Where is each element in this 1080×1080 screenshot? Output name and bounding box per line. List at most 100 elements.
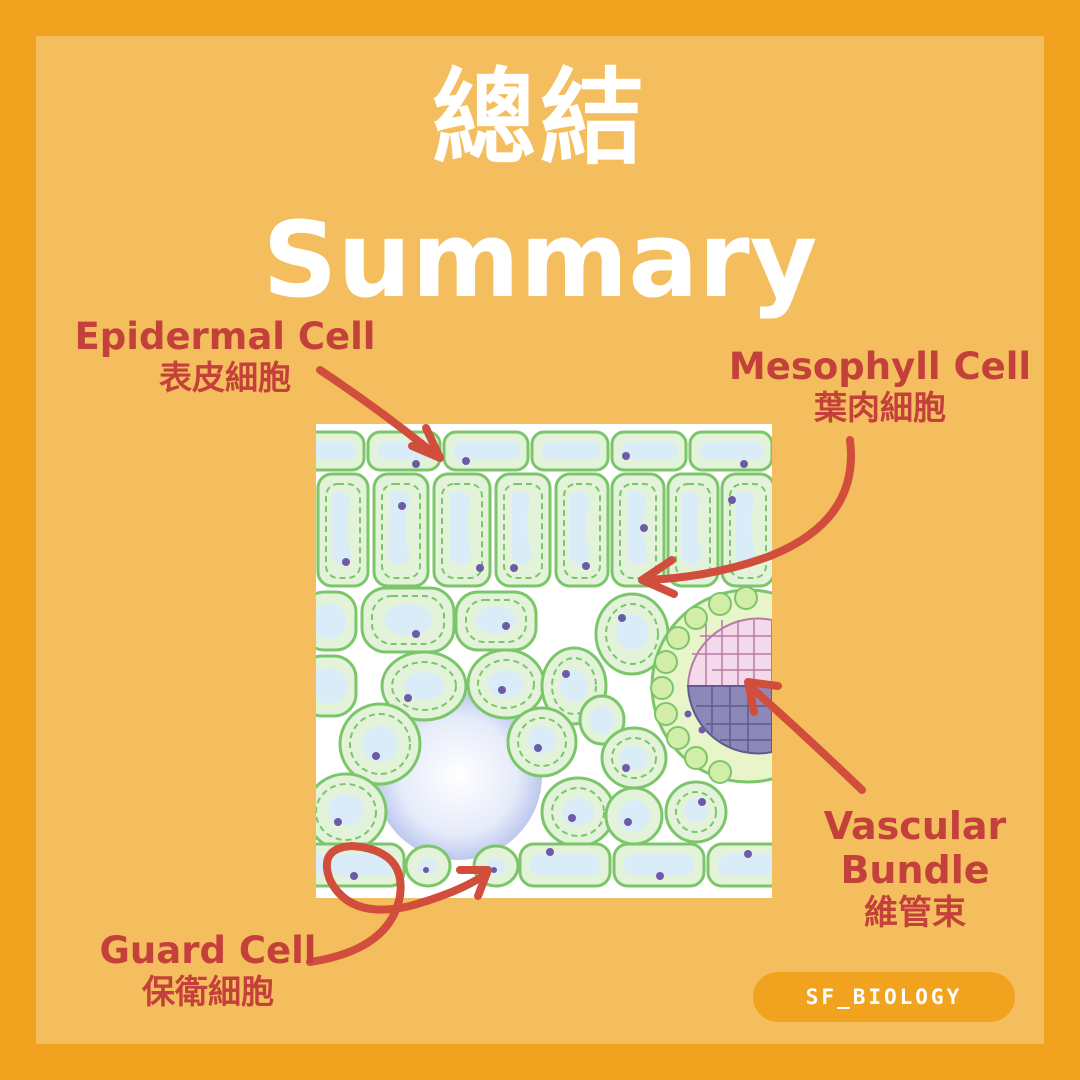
spongy-layer xyxy=(316,586,728,852)
nucleus xyxy=(534,744,542,752)
chloroplast-layer xyxy=(477,659,535,709)
nucleus xyxy=(372,752,380,760)
vacuole xyxy=(328,794,364,826)
vascular-bundle-label: Vascular Bundle 維管束 xyxy=(780,804,1050,934)
nucleus xyxy=(342,558,350,566)
nucleus xyxy=(698,798,706,806)
nucleus xyxy=(476,564,484,572)
chloroplast-layer xyxy=(611,737,657,779)
vacuole xyxy=(316,668,348,704)
sheath-cell xyxy=(650,676,674,700)
chloroplast-layer xyxy=(371,595,445,645)
title-english: Summary xyxy=(262,199,818,321)
nucleus xyxy=(624,818,632,826)
title-chinese: 總結 xyxy=(431,57,648,179)
sheath-cell xyxy=(684,746,708,770)
chloroplast-layer xyxy=(465,599,527,643)
sheath-cell xyxy=(684,606,708,630)
chloroplast-layer xyxy=(605,603,659,665)
vacuole xyxy=(718,854,772,876)
leaf-cross-section-diagram xyxy=(316,424,772,898)
xylem-vessels xyxy=(692,620,772,686)
upper-epidermis xyxy=(316,430,772,472)
palisade-layer xyxy=(316,472,772,588)
epidermal-label-english: Epidermal Cell xyxy=(74,315,376,358)
epidermal-label-chinese: 表皮細胞 xyxy=(159,358,291,397)
nucleus xyxy=(698,726,706,734)
nucleus xyxy=(622,764,630,772)
nucleus xyxy=(656,872,664,880)
vacuole xyxy=(450,491,472,565)
nucleus xyxy=(398,502,406,510)
nucleus xyxy=(684,710,692,718)
nucleus xyxy=(502,622,510,630)
guard-label-chinese: 保衛細胞 xyxy=(142,972,274,1011)
sheath-cell xyxy=(708,592,732,616)
phloem-cells xyxy=(696,686,772,752)
vascular-label-english-line1: Vascular xyxy=(823,804,1007,848)
nucleus xyxy=(462,457,470,465)
mesophyll-cell-label: Mesophyll Cell 葉肉細胞 xyxy=(715,346,1045,428)
vascular-label-chinese: 維管束 xyxy=(864,893,966,933)
nucleus xyxy=(350,872,358,880)
sheath-cell xyxy=(654,702,678,726)
chloroplast-layer xyxy=(517,717,567,767)
vacuole xyxy=(700,442,764,460)
vacuole xyxy=(316,442,356,460)
vacuole xyxy=(332,491,352,565)
nucleus xyxy=(568,814,576,822)
vascular-label-english-line2: Bundle xyxy=(840,848,990,892)
nucleus xyxy=(412,460,420,468)
nucleus xyxy=(491,867,497,873)
nucleus xyxy=(498,686,506,694)
nucleus xyxy=(412,630,420,638)
vacuole xyxy=(528,726,556,754)
vacuole xyxy=(476,606,516,634)
guard-label-english: Guard Cell xyxy=(99,929,317,972)
vacuole xyxy=(512,490,532,565)
vacuole xyxy=(616,614,648,650)
mesophyll-label-chinese: 葉肉細胞 xyxy=(814,388,946,427)
nucleus xyxy=(404,694,412,702)
vacuole xyxy=(562,798,594,826)
guard-cell-label: Guard Cell 保衛細胞 xyxy=(78,930,338,1012)
chloroplast-layer xyxy=(551,787,605,837)
nucleus xyxy=(728,496,736,504)
chloroplast-layer xyxy=(391,661,457,711)
chloroplast-layer xyxy=(563,483,601,579)
nucleus xyxy=(618,614,626,622)
mesophyll-label-english: Mesophyll Cell xyxy=(728,345,1032,388)
vacuole xyxy=(624,854,694,876)
vacuole xyxy=(454,442,520,460)
chloroplast-layer xyxy=(551,657,597,715)
chloroplast-layer xyxy=(675,791,717,833)
nucleus xyxy=(423,867,429,873)
vacuole xyxy=(488,670,524,698)
nucleus xyxy=(562,670,570,678)
chloroplast-layer xyxy=(325,483,361,579)
vacuole xyxy=(590,706,614,734)
sheath-cell xyxy=(654,650,678,674)
vacuole xyxy=(560,670,588,702)
vacuole xyxy=(618,800,650,832)
nucleus xyxy=(582,562,590,570)
vacuole xyxy=(542,442,600,460)
nucleus xyxy=(740,460,748,468)
sheath-cell xyxy=(666,626,690,650)
chloroplast-layer xyxy=(441,483,483,579)
vacuole xyxy=(404,672,444,700)
nucleus xyxy=(622,452,630,460)
sheath-cell xyxy=(666,726,690,750)
brand-badge: SF_BIOLOGY xyxy=(753,972,1015,1022)
vacuole xyxy=(362,726,398,762)
vacuole xyxy=(622,442,678,460)
vacuole xyxy=(570,491,590,565)
vacuole xyxy=(388,490,410,565)
sheath-cell xyxy=(708,760,732,784)
chloroplast-layer xyxy=(349,713,411,775)
nucleus xyxy=(744,850,752,858)
vacuole xyxy=(620,746,648,770)
epidermal-cell-label: Epidermal Cell 表皮細胞 xyxy=(60,316,390,398)
vacuole xyxy=(316,603,346,639)
nucleus xyxy=(510,564,518,572)
